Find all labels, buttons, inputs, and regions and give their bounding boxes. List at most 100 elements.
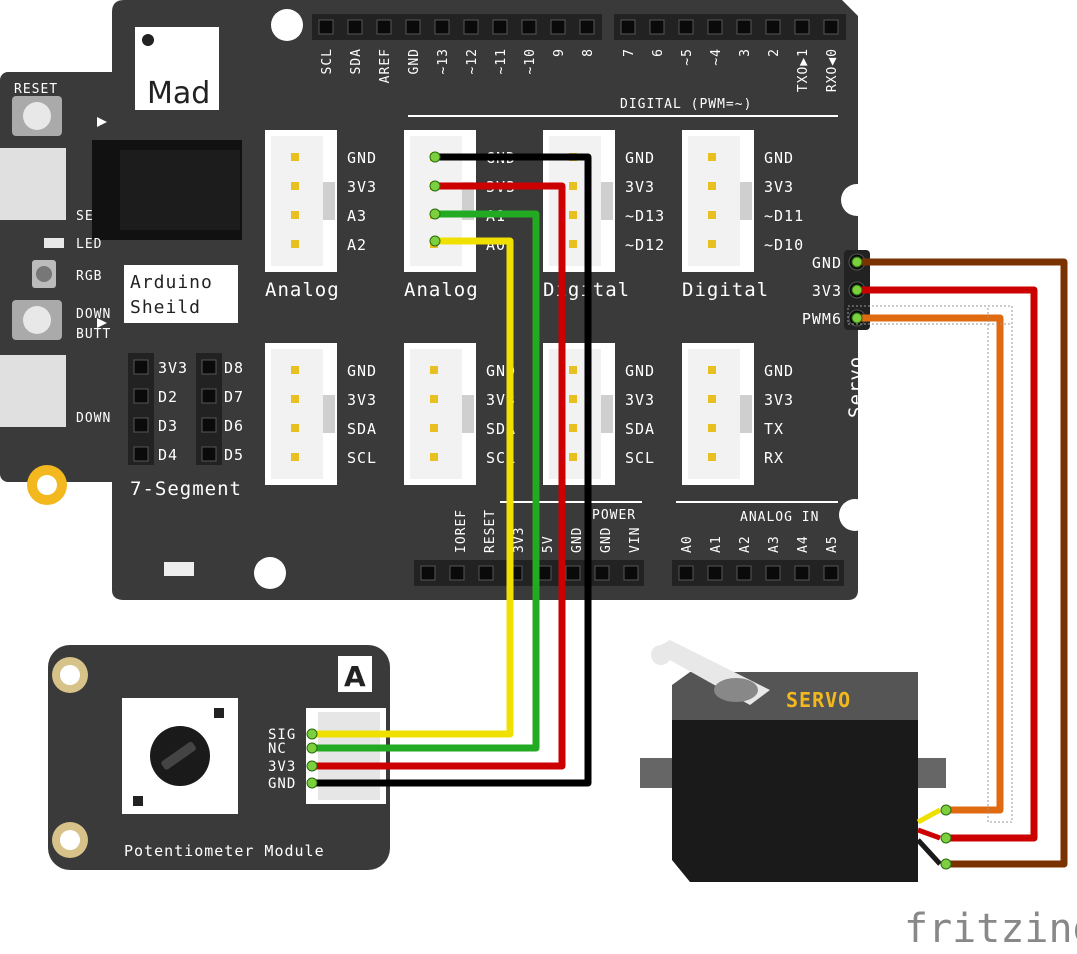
connector-pin-label: 3V3 <box>625 178 655 196</box>
connector-pin-label: SCL <box>625 449 655 467</box>
analog-pin-label: A3 <box>767 535 782 553</box>
side-label: DOWN <box>76 307 111 322</box>
power-pin-label: 5V <box>541 535 556 553</box>
connector-pin <box>708 395 716 403</box>
header-pin <box>478 565 494 581</box>
connector-pin <box>708 182 716 190</box>
connector-pin-label: GND <box>625 149 655 167</box>
connector-pin <box>291 240 299 248</box>
header-pin-label: ~11 <box>494 48 509 74</box>
analog-header <box>672 560 844 586</box>
connector-pin-label: 3V3 <box>347 178 377 196</box>
connector-pin-label: GND <box>625 362 655 380</box>
header-pin <box>823 565 839 581</box>
mount-hole <box>841 184 873 216</box>
connector-pin <box>291 395 299 403</box>
header-pin <box>649 19 665 35</box>
connector-caption: Analog <box>265 279 340 301</box>
mount-hole <box>254 557 286 589</box>
power-pin-label: VIN <box>628 527 643 553</box>
header-pin-label: 8 <box>581 48 596 57</box>
header-pin-label: SDA <box>349 48 364 74</box>
header-pin <box>318 19 334 35</box>
servo-pin-label: 3V3 <box>812 282 842 300</box>
connector-pin <box>708 240 716 248</box>
segment-pin-label: 3V3 <box>158 359 188 377</box>
connector-pin <box>708 424 716 432</box>
header-pin <box>463 19 479 35</box>
analog-pin-label: A2 <box>738 535 753 553</box>
power-pin-label: IOREF <box>454 509 469 553</box>
header-pin <box>434 19 450 35</box>
connector-pin <box>708 453 716 461</box>
power-pin-label: GND <box>570 527 585 553</box>
connector-pin <box>291 453 299 461</box>
header-pin-label: 3 <box>738 48 753 57</box>
analog-badge-letter: A <box>344 660 366 693</box>
power-pin-label: GND <box>599 527 614 553</box>
connector-pin-label: GND <box>764 149 794 167</box>
segment-pin <box>133 359 149 375</box>
side-label: RESET <box>14 82 58 97</box>
connector-pin <box>291 182 299 190</box>
analog-in-caption: ANALOG IN <box>740 510 819 525</box>
wire-sig <box>312 237 514 738</box>
header-pin <box>376 19 392 35</box>
analog-badge <box>338 656 372 692</box>
mount-hole <box>271 9 303 41</box>
power-caption: POWER <box>592 508 636 523</box>
segment-pin <box>133 446 149 462</box>
header-pin <box>579 19 595 35</box>
digital-caption: DIGITAL (PWM=~) <box>620 97 752 112</box>
side-label: SE <box>76 209 94 224</box>
servo-pin-label: GND <box>812 254 842 272</box>
header-pin <box>678 19 694 35</box>
smd-component <box>164 562 194 576</box>
servo-label: SERVO <box>786 688 851 712</box>
segment-pin-label: D2 <box>158 388 178 406</box>
connector-pin <box>291 153 299 161</box>
header-pin-label: 9 <box>552 48 567 57</box>
header-pin <box>449 565 465 581</box>
connector-pin <box>430 395 438 403</box>
mount-hole <box>839 499 871 531</box>
segment-pin <box>201 388 217 404</box>
header-pin <box>565 565 581 581</box>
header-pin <box>707 565 723 581</box>
servo-motor: SERVO <box>640 640 946 882</box>
header-pin-label: 2 <box>767 48 782 57</box>
analog-pin-label: A4 <box>796 535 811 553</box>
connector-caption: Analog <box>404 279 479 301</box>
connector-caption: Digital <box>682 279 769 301</box>
analog-pin-label: A0 <box>680 535 695 553</box>
servo-pin-label: PWM6 <box>802 310 842 328</box>
connector-pin-label: SDA <box>347 420 377 438</box>
segment-pin-label: D8 <box>224 359 244 377</box>
connector-pin-label: 3V3 <box>764 178 794 196</box>
servo-body <box>672 720 918 882</box>
side-label: LED <box>76 237 102 252</box>
connector-pin <box>569 182 577 190</box>
wire-gnd <box>312 153 592 787</box>
pot-pin-label: SIG <box>268 727 296 743</box>
connector-pin-label: GND <box>764 362 794 380</box>
connector-pin-label: RX <box>764 449 784 467</box>
header-pin-label: 7 <box>622 48 637 57</box>
connector-pin-label: ~D11 <box>764 207 804 225</box>
shield-title-line2: Sheild <box>130 297 201 318</box>
wire-3v3 <box>312 182 566 770</box>
header-pin <box>347 19 363 35</box>
header-pin-label: GND <box>407 48 422 74</box>
header-pin <box>620 19 636 35</box>
header-pin-label: ~10 <box>523 48 538 74</box>
header-pin <box>736 565 752 581</box>
connector-pin <box>569 395 577 403</box>
connector-pin <box>708 211 716 219</box>
side-label: DOWN <box>76 411 111 426</box>
connector-pin-label: GND <box>347 362 377 380</box>
